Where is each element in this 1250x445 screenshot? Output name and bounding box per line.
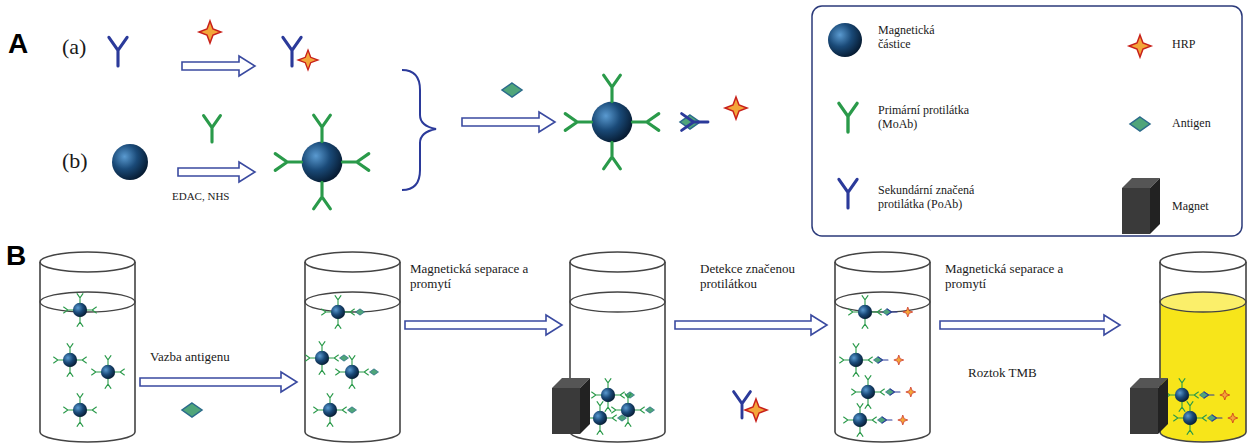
test-tube [40,262,135,442]
tube-rim [40,252,135,272]
legend-text: HRP [1172,38,1195,52]
liquid-surface [305,292,400,312]
process-arrow [140,372,297,392]
sub-panel-label: (b) [62,148,88,173]
liquid-surface [40,292,135,312]
process-arrow [178,162,255,182]
magnet [552,378,1168,434]
tube-series [40,56,1246,442]
step-label: Vazba antigenu [150,350,230,365]
tmb-solution [1160,302,1246,442]
panel-letter: B [6,240,26,272]
legend-swatch [828,23,1160,234]
legend-text: Sekundární značená protilátka (PoAb) [878,184,1018,212]
tube-rim [305,252,400,272]
test-tube [305,262,400,442]
test-tube [835,262,930,442]
reagent-icons [182,392,767,421]
magnetic-particle [112,144,148,180]
sub-panel-label: (a) [62,34,86,59]
legend-text: Magnetická částice [878,24,968,52]
secondary-antibody [109,37,127,66]
liquid-surface [570,292,665,312]
legend-text: Antigen [1172,117,1211,131]
tube-rim [835,252,930,272]
sandwich-complex [565,75,747,169]
step-label: Magnetická separace a promytí [945,262,1095,292]
step-label: Detekce značenou protilátkou [700,262,830,292]
liquid-surface [1160,292,1246,312]
step-label: Roztok TMB [968,366,1037,381]
process-arrow [675,315,827,335]
panel-letter: A [8,28,28,60]
antigen [502,83,522,97]
tube-contents [54,294,1238,437]
tube-rim [1160,252,1246,272]
legend-text: Magnet [1172,200,1209,214]
test-tube [1160,262,1246,442]
process-arrow [940,315,1120,335]
step-label: Magnetická separace a promytí [410,262,560,292]
labelled-antibody [283,37,318,70]
bracket [402,70,436,190]
tube-rim [570,252,665,272]
legend-text: Primární protilátka (MoAb) [878,104,998,132]
legend-box [812,6,1242,236]
process-arrow [182,56,255,76]
hrp-label [199,21,221,43]
primary-antibody [204,116,221,142]
process-arrow [405,315,562,335]
reagent-label: EDAC, NHS [172,190,229,203]
coated-particle [275,115,369,209]
process-arrow [462,112,555,132]
